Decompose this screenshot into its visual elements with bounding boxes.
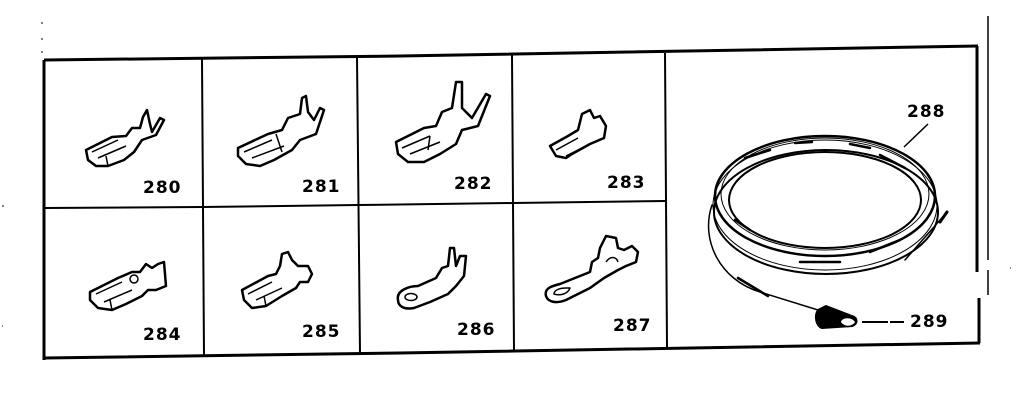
terminal-287-icon bbox=[544, 234, 640, 304]
part-number-285: 285 bbox=[302, 322, 341, 342]
wire-coil-288-icon bbox=[707, 134, 949, 311]
terminal-280-icon bbox=[84, 108, 166, 168]
part-number-280: 280 bbox=[143, 178, 182, 198]
part-number-282: 282 bbox=[454, 174, 493, 194]
connector-cap-289-icon bbox=[814, 305, 904, 329]
part-number-286: 286 bbox=[457, 320, 496, 340]
terminal-281-icon bbox=[236, 94, 326, 168]
part-number-288: 288 bbox=[907, 102, 946, 122]
terminal-283-icon bbox=[548, 108, 608, 160]
stray-marks bbox=[2, 22, 1011, 327]
terminal-286-icon bbox=[396, 246, 468, 310]
part-number-283: 283 bbox=[607, 173, 646, 193]
terminal-284-icon bbox=[88, 260, 168, 312]
leader-288 bbox=[903, 123, 929, 148]
terminal-282-icon bbox=[394, 80, 492, 164]
grid-frame bbox=[42, 44, 981, 360]
part-number-287: 287 bbox=[613, 316, 652, 336]
part-number-284: 284 bbox=[143, 325, 182, 345]
terminal-285-icon bbox=[240, 250, 314, 310]
part-number-289: 289 bbox=[910, 312, 949, 332]
part-number-281: 281 bbox=[302, 177, 341, 197]
